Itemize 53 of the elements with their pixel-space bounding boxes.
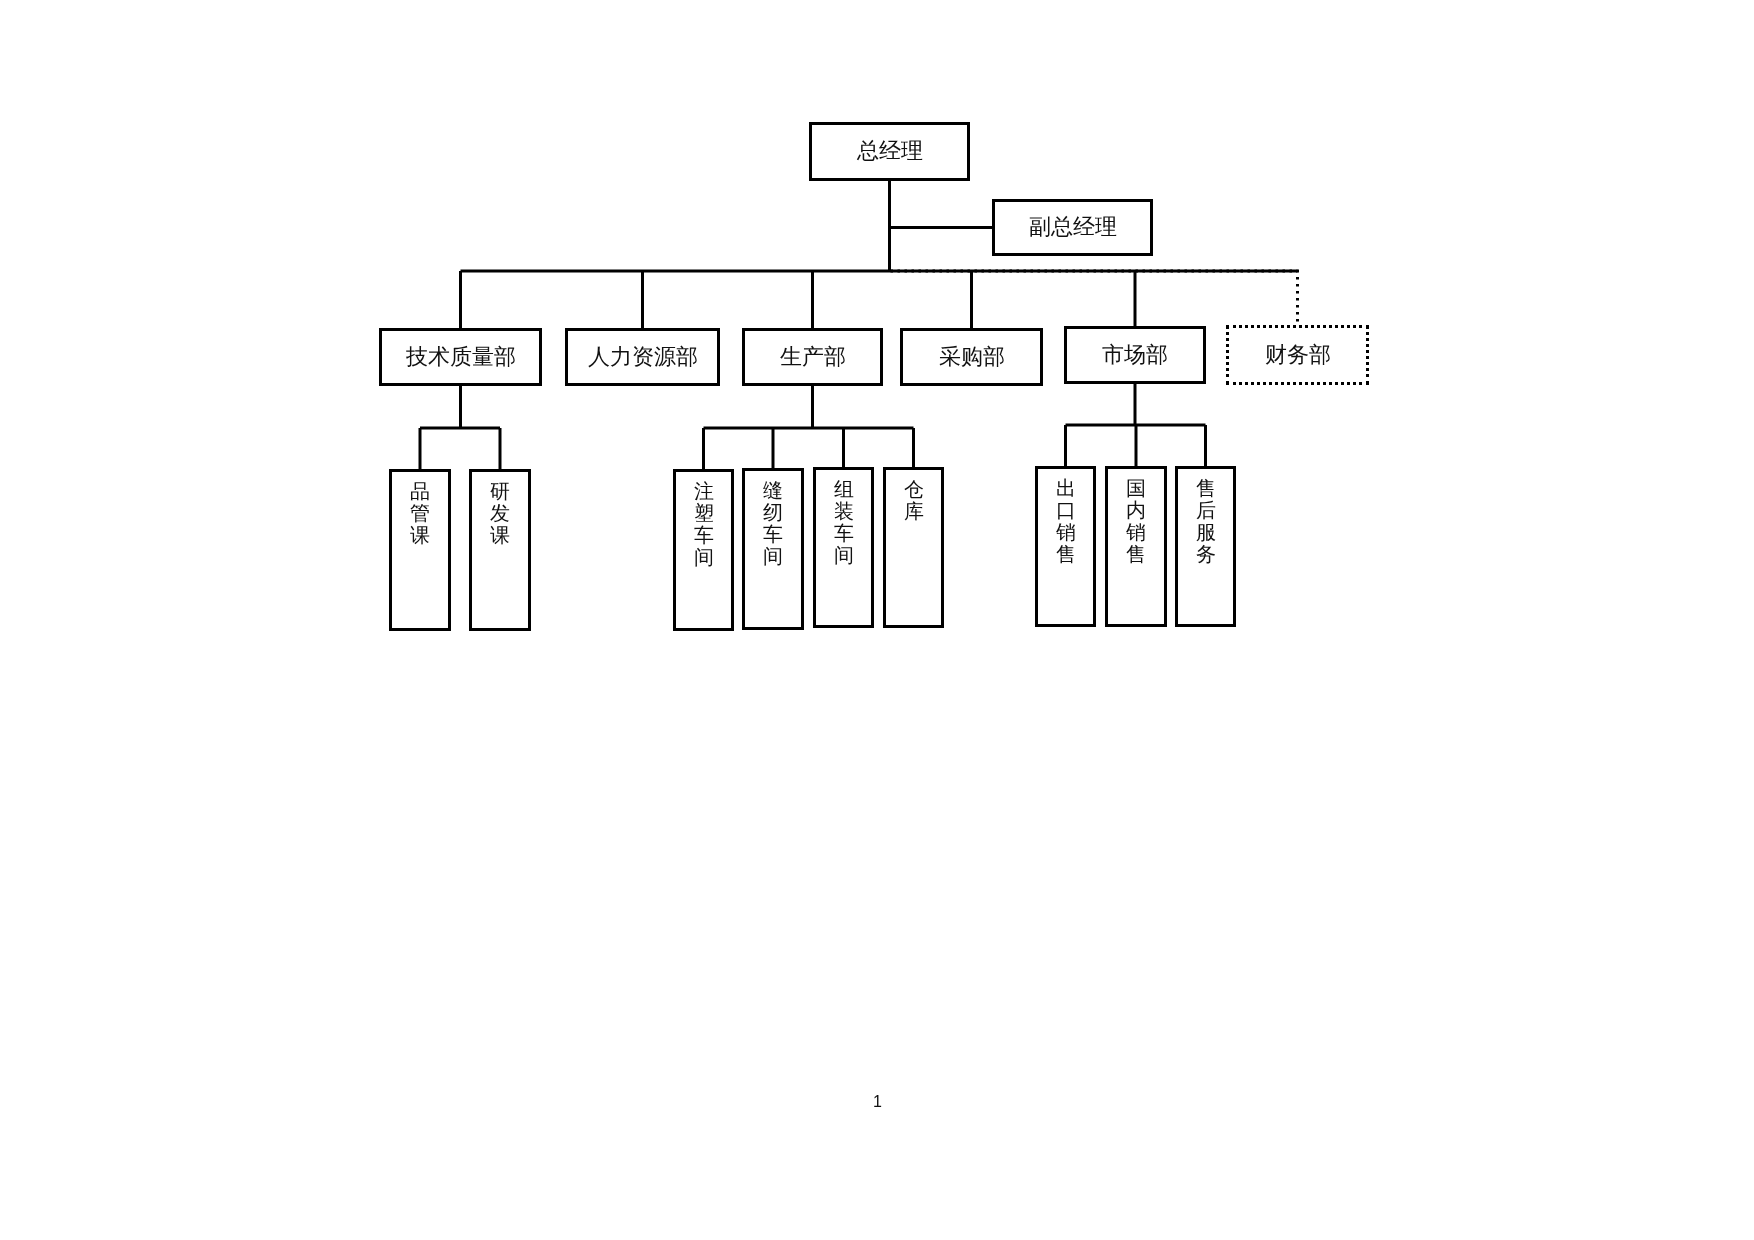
connector-line [1204, 425, 1207, 466]
connector-line [702, 384, 915, 430]
department-box [379, 328, 542, 386]
vertical-label: 国内销售 [1126, 477, 1146, 565]
position-box [992, 199, 1153, 256]
department-box [742, 328, 883, 386]
section-box [1175, 466, 1236, 627]
box-label: 总经理 [856, 138, 923, 165]
department-box [1064, 326, 1206, 384]
connector-line [970, 271, 973, 328]
section-box [673, 469, 734, 631]
section-box [883, 467, 944, 628]
connector-line [1134, 425, 1138, 466]
section-box [469, 469, 531, 631]
position-box [809, 122, 970, 181]
box-label: 技术质量部 [405, 343, 516, 371]
department-box [1226, 325, 1369, 385]
connector-line [1133, 271, 1137, 326]
section-box [1035, 466, 1096, 627]
vertical-label: 缝纫车间 [763, 479, 783, 567]
section-box [389, 469, 451, 631]
box-label: 财务部 [1264, 341, 1331, 369]
section-box [1105, 466, 1167, 627]
box-label: 市场部 [1102, 341, 1168, 369]
vertical-label: 研发课 [490, 480, 510, 546]
connector-line [1064, 425, 1067, 466]
connector-line [1064, 382, 1207, 427]
section-box [742, 468, 804, 630]
connector-line [459, 271, 462, 328]
vertical-label: 售后服务 [1195, 477, 1216, 565]
department-box [565, 328, 720, 386]
connector-line [498, 428, 502, 469]
section-box [813, 467, 874, 628]
connector-line [912, 428, 915, 467]
connector-line [811, 271, 814, 328]
vertical-label: 注塑车间 [693, 480, 714, 568]
box-label: 采购部 [938, 343, 1005, 371]
box-label: 副总经理 [1028, 214, 1117, 241]
vertical-label: 出口销售 [1055, 477, 1076, 565]
connector-line [641, 271, 644, 328]
connector-line [418, 428, 422, 469]
box-label: 生产部 [779, 343, 846, 371]
department-box [900, 328, 1043, 386]
vertical-label: 组装车间 [833, 478, 854, 566]
connector-line [418, 384, 502, 430]
connector-line [889, 226, 992, 229]
connector-line [702, 428, 705, 469]
vertical-label: 仓库 [903, 478, 924, 522]
page-number: 1 [873, 1093, 882, 1111]
vertical-label: 品管课 [410, 480, 430, 546]
box-label: 人力资源部 [587, 343, 698, 371]
connector-line [842, 428, 845, 467]
connector-line [771, 428, 775, 468]
